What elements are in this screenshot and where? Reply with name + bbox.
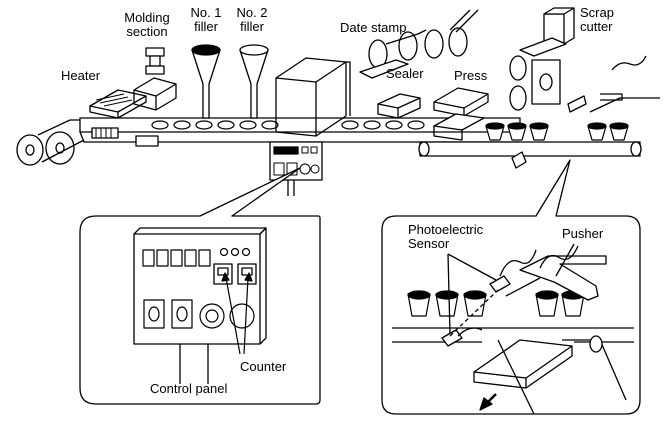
label-molding-line2: section (115, 25, 179, 39)
counter-display-right (238, 264, 256, 284)
pusher-top (568, 56, 660, 112)
label-molding-section: Molding section (115, 11, 179, 39)
label-scrap-line1: Scrap (580, 6, 614, 20)
label-no2-filler: No. 2 filler (232, 6, 272, 34)
scrap-cutter (510, 8, 574, 110)
small-control-panel (270, 142, 322, 196)
label-heater: Heater (61, 69, 100, 83)
label-photoelectric-line1: Photoelectric (408, 223, 483, 237)
label-photoelectric-sensor: Photoelectric Sensor (408, 223, 483, 251)
label-scrap-cutter: Scrap cutter (580, 6, 614, 34)
label-date-stamp: Date stamp (340, 21, 406, 35)
label-no1-line2: filler (186, 20, 226, 34)
label-no2-line1: No. 2 (232, 6, 272, 20)
label-press: Press (454, 69, 487, 83)
label-no2-line2: filler (232, 20, 272, 34)
no1-filler (192, 45, 220, 118)
no2-filler (240, 45, 268, 118)
label-scrap-line2: cutter (580, 20, 614, 34)
label-control-panel: Control panel (150, 382, 227, 396)
label-sealer: Sealer (386, 67, 424, 81)
label-no1-filler: No. 1 filler (186, 6, 226, 34)
label-counter: Counter (240, 360, 286, 374)
label-pusher: Pusher (562, 227, 603, 241)
sealer (378, 94, 420, 118)
label-photoelectric-line2: Sensor (408, 237, 483, 251)
label-no1-line1: No. 1 (186, 6, 226, 20)
label-molding-line1: Molding (115, 11, 179, 25)
